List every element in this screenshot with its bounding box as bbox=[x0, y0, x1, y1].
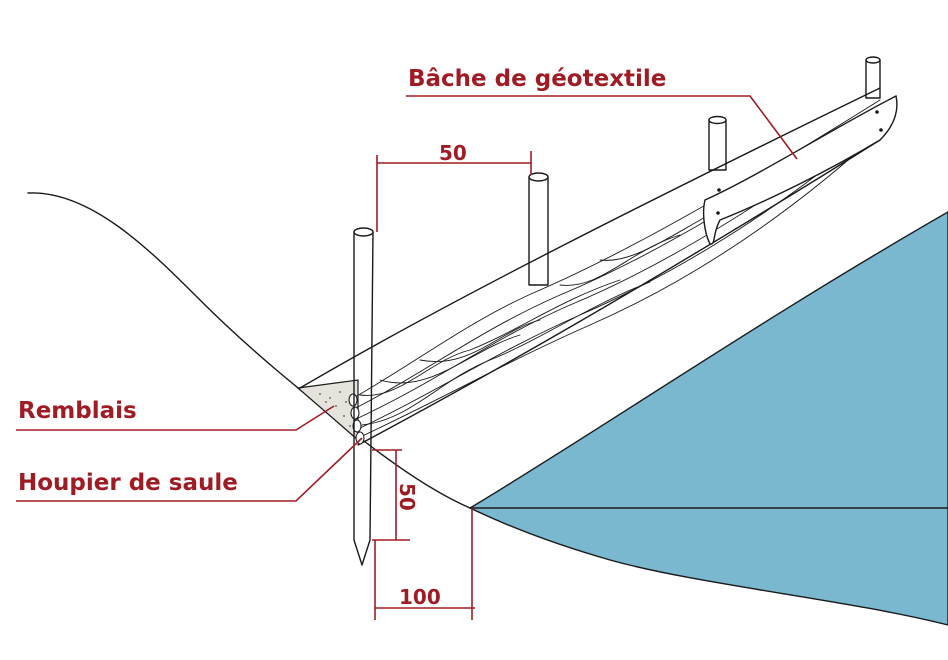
stake-2-top bbox=[528, 172, 549, 182]
fascine-ends bbox=[348, 393, 365, 445]
stake-4 bbox=[865, 59, 881, 99]
label-remblais: Remblais bbox=[18, 398, 137, 424]
geotextile-holes bbox=[716, 110, 883, 215]
dimension-lines bbox=[372, 151, 532, 620]
stake-2 bbox=[528, 176, 549, 286]
stake-4-top bbox=[865, 56, 881, 64]
dim-bank-offset: 100 bbox=[399, 585, 441, 609]
label-houpier: Houpier de saule bbox=[18, 470, 238, 496]
label-geotextile: Bâche de géotextile bbox=[408, 66, 666, 92]
leader-lines bbox=[16, 95, 798, 502]
dim-stake-spacing: 50 bbox=[439, 141, 467, 165]
geotextile-sheet bbox=[702, 94, 898, 245]
water-body bbox=[468, 211, 948, 626]
bank-profile bbox=[27, 192, 471, 509]
dim-depth: 50 bbox=[395, 483, 419, 511]
stake-front-top bbox=[353, 227, 374, 237]
stake-front bbox=[353, 231, 374, 566]
stake-3-top bbox=[708, 115, 727, 125]
stakes bbox=[353, 56, 881, 566]
stake-3 bbox=[708, 119, 727, 171]
